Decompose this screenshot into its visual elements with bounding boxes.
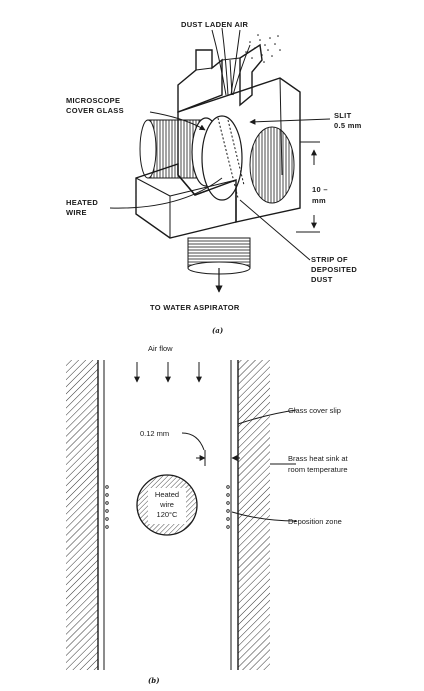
label-heated: HEATED [66,198,98,207]
leader-slit [249,118,331,125]
caption-a: (a) [212,326,223,335]
label-gap: 0.12 mm [140,429,169,438]
label-deposition-zone: Deposition zone [288,517,342,526]
label-slit: SLIT [334,111,352,120]
dust-spray-icon [245,34,281,63]
leader-deposition [231,511,297,522]
air-stream-line [221,27,229,96]
top-clamp-block [177,43,263,114]
label-dim-unit: mm [312,196,326,205]
label-strip-of: STRIP OF [311,255,348,264]
label-cover-glass: COVER GLASS [66,106,124,115]
leader-heated-wire [109,177,223,209]
leader-cover-slip [237,409,297,425]
panel-a-drawing: DUST LADEN AIR MICROSCOPE COVER GLASS SL… [66,20,362,335]
label-wire: WIRE [66,208,87,217]
label-deposited: DEPOSITED [311,265,357,274]
label-wire-heated: Heated [155,490,179,499]
label-slit-size: 0.5 mm [334,121,362,130]
caption-b: (b) [148,676,160,685]
leader-gap [181,432,205,451]
front-lower-block [135,163,237,239]
label-wire-temp: 120°C [157,510,179,519]
label-brass-1: Brass heat sink at [288,454,349,463]
bottom-threaded-cylinder [187,237,251,293]
label-wire-wire: wire [159,500,174,509]
label-air-flow: Air flow [148,344,173,353]
label-to-water-aspirator: TO WATER ASPIRATOR [150,303,240,312]
deposition-dots-left [105,485,109,529]
panel-b-drawing: Heated wire 120°C Air flow 0.12 mm Glass… [66,344,349,685]
leader-strip [239,199,311,261]
air-stream-line [232,44,251,96]
deposition-dots-right [226,485,230,529]
wire-label-backdrop [148,488,186,524]
label-dim-value: 10 – [312,185,328,194]
label-microscope: MICROSCOPE [66,96,120,105]
label-dust-laden-air: DUST LADEN AIR [181,20,249,29]
leader-cover-glass [149,111,206,131]
label-dust: DUST [311,275,333,284]
label-brass-2: room temperature [288,465,348,474]
air-stream-line [229,59,233,96]
cover-glass-plate [201,115,245,201]
label-glass-cover-slip: Glass cover slip [288,406,341,415]
left-heat-sink [66,360,98,670]
